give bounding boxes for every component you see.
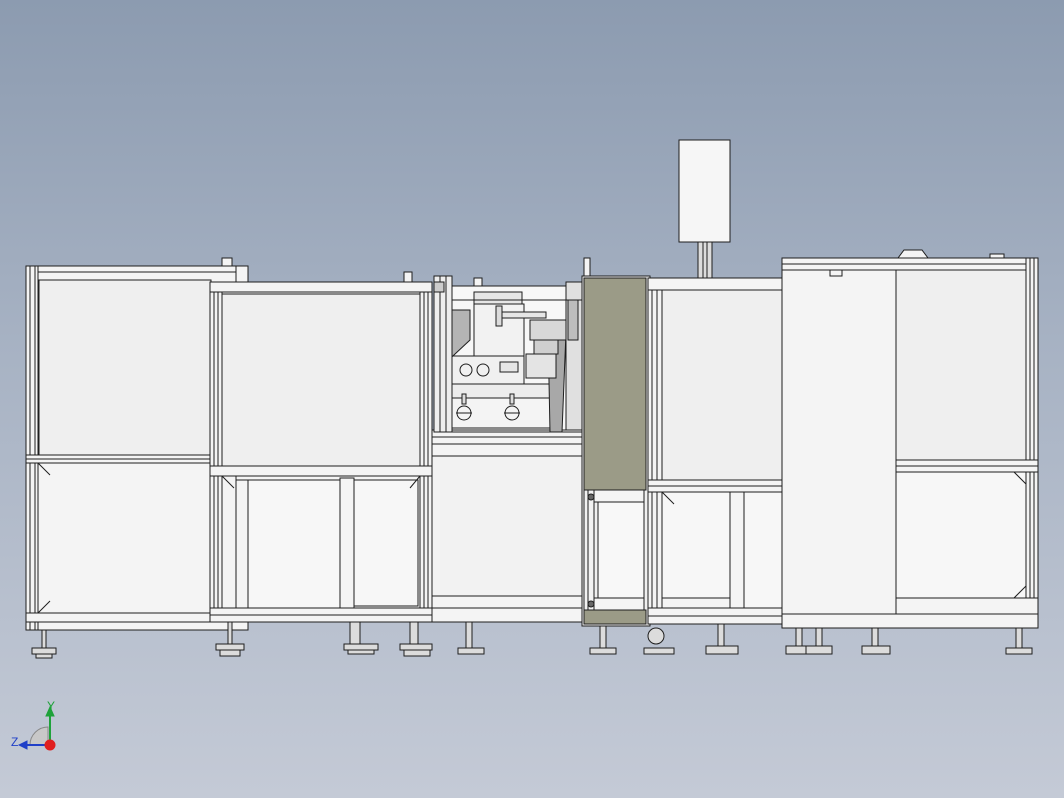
axis-triad [17, 705, 56, 751]
door-panel [581, 275, 651, 627]
axis-z-label: Z [11, 735, 19, 749]
cabinet-left-center [209, 271, 433, 623]
axis-y-label: Y [47, 699, 56, 713]
leveling-feet [31, 621, 1033, 659]
top-display-column [678, 139, 731, 279]
center-base [431, 429, 585, 623]
center-mechanism [433, 257, 591, 433]
cabinet-right [781, 249, 1039, 629]
